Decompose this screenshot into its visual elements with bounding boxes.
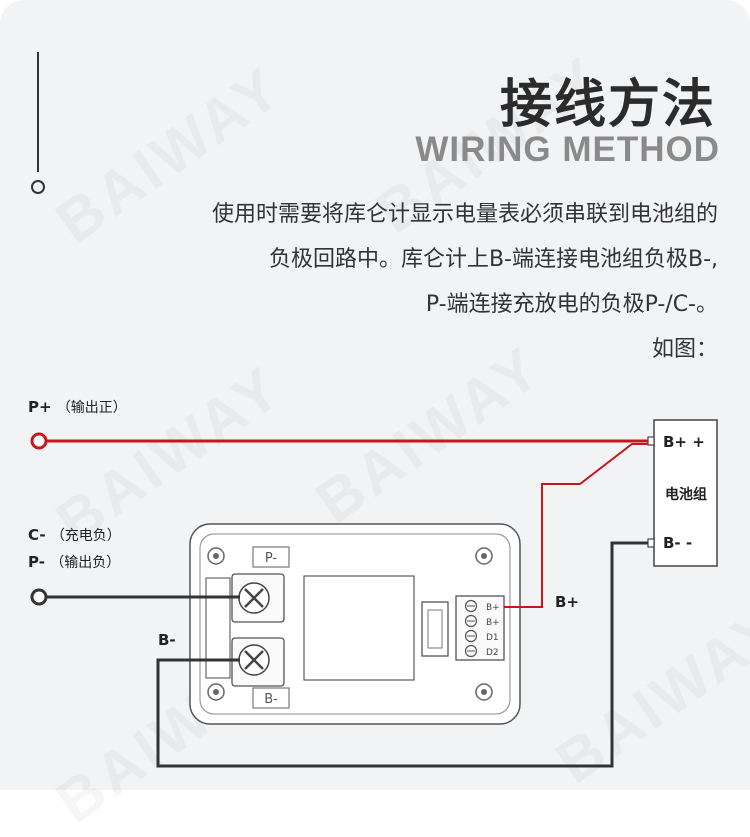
corner-screw-icon bbox=[207, 683, 225, 701]
terminal-housing bbox=[205, 577, 231, 679]
page-title: 接线方法 bbox=[499, 75, 716, 135]
pin-label: B+ bbox=[486, 618, 500, 628]
description-line: 使用时需要将库仑计显示电量表必须串联到电池组的 bbox=[211, 202, 718, 227]
b-plus-wire bbox=[504, 443, 648, 608]
battery-minus-label: B- - bbox=[663, 534, 692, 552]
battery-plus-label: B+ + bbox=[663, 433, 705, 451]
corner-screw-icon bbox=[207, 547, 225, 565]
p-plus-text: P+ bbox=[28, 398, 52, 416]
pin-label: B+ bbox=[486, 603, 500, 613]
decor-vertical-line bbox=[37, 52, 39, 172]
battery-name: 电池组 bbox=[665, 486, 707, 503]
battery-minus-terminal bbox=[647, 538, 655, 548]
terminal-screw-icon bbox=[238, 644, 270, 676]
p-plus-label: P+ （输出正） bbox=[28, 397, 127, 417]
terminal-label-b-minus: B- bbox=[264, 692, 278, 707]
description-line: 负极回路中。库仑计上B-端连接电池组负极B-, bbox=[268, 247, 718, 272]
p-plus-terminal-icon bbox=[30, 432, 48, 450]
pin-terminal-block bbox=[455, 595, 505, 661]
p-minus-label: P- （输出负） bbox=[28, 552, 120, 572]
signal-connector bbox=[421, 601, 449, 657]
pin-screw-icon bbox=[464, 599, 478, 613]
b-minus-wire bbox=[156, 541, 648, 768]
p-plus-note: （输出正） bbox=[56, 400, 127, 416]
battery-plus-terminal bbox=[647, 436, 655, 446]
pin-label: D1 bbox=[486, 633, 499, 643]
terminal-label-box bbox=[252, 687, 290, 709]
decor-circle bbox=[31, 180, 45, 194]
pin-screw-icon bbox=[464, 614, 478, 628]
terminal-screw-icon bbox=[238, 582, 270, 614]
battery-pack-box bbox=[653, 419, 718, 567]
corner-screw-icon bbox=[475, 683, 493, 701]
c-minus-text: C- bbox=[28, 526, 46, 544]
description-line: P-端连接充放电的负极P-/C-。 bbox=[425, 292, 718, 317]
terminal-label-p-minus: P- bbox=[265, 551, 278, 566]
description-line: 如图： bbox=[651, 337, 718, 362]
signal-connector-slot bbox=[427, 609, 443, 649]
wiring-diagram: P- B- B+ B+ D1 D2 B+ + 电池组 B- - B- B+ bbox=[30, 419, 718, 768]
p-minus-terminal-icon bbox=[30, 588, 48, 606]
b-plus-wire-label: B+ bbox=[555, 593, 579, 611]
pin-label: D2 bbox=[486, 648, 499, 658]
c-minus-note: （充电负） bbox=[50, 528, 121, 544]
meter-board-outline bbox=[303, 575, 415, 681]
p-minus-note: （输出负） bbox=[50, 555, 121, 571]
coulomb-meter-bezel bbox=[199, 533, 511, 715]
terminal-label-box bbox=[252, 546, 290, 568]
pin-screw-icon bbox=[464, 644, 478, 658]
pin-screw-icon bbox=[464, 629, 478, 643]
c-minus-label: C- （充电负） bbox=[28, 525, 121, 545]
page-subtitle: WIRING METHOD bbox=[415, 130, 720, 169]
p-minus-text: P- bbox=[28, 553, 45, 571]
corner-screw-icon bbox=[475, 547, 493, 565]
b-minus-wire-label: B- bbox=[158, 631, 176, 649]
